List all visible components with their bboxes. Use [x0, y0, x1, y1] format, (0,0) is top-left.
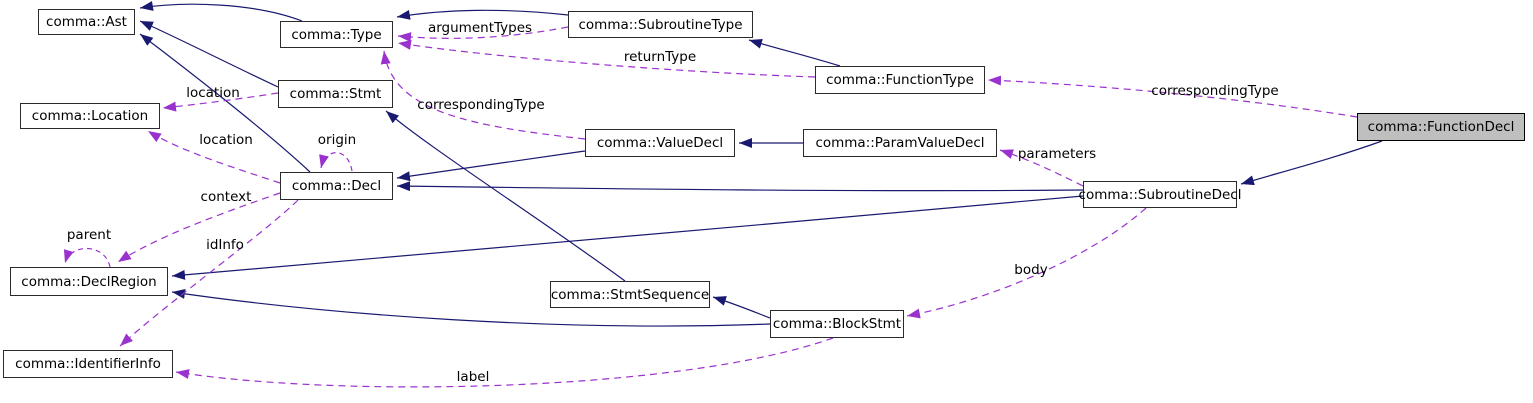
node-comma-identifierinfo[interactable]: comma::IdentifierInfo — [3, 350, 173, 378]
edge-label-parameters: parameters — [1017, 146, 1097, 162]
node-comma-subroutinedecl[interactable]: comma::SubroutineDecl — [1079, 181, 1241, 208]
node-comma-declregion[interactable]: comma::DeclRegion — [10, 267, 168, 296]
edge-inheritance-stmtsequence-to-stmt — [385, 110, 626, 282]
edge-inheritance-subroutinedecl-to-declregion — [171, 195, 1084, 280]
edge-usage-label — [175, 337, 834, 388]
edge-usage-argumenttypes — [397, 26, 569, 43]
edge-label-parent: parent — [66, 227, 112, 243]
edge-label-argumenttypes: argumentTypes — [427, 20, 533, 36]
node-comma-decl[interactable]: comma::Decl — [280, 172, 393, 200]
edge-inheritance-functiondecl-to-subroutinedecl — [1240, 140, 1383, 186]
edge-inheritance-type-to-ast — [139, 1, 303, 22]
edge-label-idinfo: idInfo — [206, 237, 244, 253]
node-comma-location[interactable]: comma::Location — [20, 103, 160, 129]
edge-inheritance-functiontype-to-subroutinetype — [748, 39, 841, 67]
edge-label-location-lower: location — [199, 132, 253, 148]
edge-usage-parent-self-loop — [63, 247, 111, 268]
node-comma-blockstmt[interactable]: comma::BlockStmt — [770, 310, 904, 338]
edge-usage-idinfo — [119, 199, 299, 347]
edge-usage-location-stmt — [162, 92, 279, 112]
edge-inheritance-stmt-to-ast — [139, 20, 279, 88]
edge-label-origin: origin — [317, 132, 357, 148]
node-comma-stmt[interactable]: comma::Stmt — [278, 80, 393, 108]
node-comma-stmtsequence[interactable]: comma::StmtSequence — [550, 281, 710, 308]
node-comma-valuedecl[interactable]: comma::ValueDecl — [585, 129, 735, 157]
edge-usage-origin-self-loop — [319, 152, 353, 172]
edge-usage-location-decl — [147, 130, 281, 184]
edge-inheritance-subroutinetype-to-type — [396, 9, 569, 20]
node-comma-ast[interactable]: comma::Ast — [38, 9, 135, 35]
edge-label-body: body — [1014, 262, 1048, 278]
node-comma-type[interactable]: comma::Type — [280, 21, 393, 48]
edge-label-context: context — [200, 189, 252, 205]
node-comma-functiontype[interactable]: comma::FunctionType — [815, 66, 985, 94]
edge-usage-returntype — [397, 40, 816, 78]
edge-usage-body — [906, 207, 1147, 319]
node-comma-subroutinetype[interactable]: comma::SubroutineType — [568, 11, 753, 38]
node-comma-functiondecl-current: comma::FunctionDecl — [1357, 113, 1525, 141]
edge-label-correspondingtype-left: correspondingType — [417, 97, 545, 113]
edge-usage-correspondingtype-functiondecl — [987, 75, 1358, 118]
edge-usage-correspondingtype-valuedecl — [380, 50, 586, 140]
edge-label-location-upper: location — [186, 85, 240, 101]
edge-label-returntype: returnType — [623, 49, 697, 65]
edge-label-label: label — [456, 369, 490, 385]
edge-inheritance-blockstmt-to-declregion — [171, 288, 771, 327]
edge-inheritance-valuedecl-to-decl — [396, 150, 586, 182]
edge-usage-context — [117, 192, 281, 263]
edge-inheritance-subroutinedecl-to-decl — [396, 181, 1084, 192]
edge-label-correspondingtype-right: correspondingType — [1151, 83, 1279, 99]
node-comma-paramvaluedecl[interactable]: comma::ParamValueDecl — [803, 129, 997, 157]
edge-inheritance-blockstmt-to-stmtsequence — [712, 296, 771, 319]
